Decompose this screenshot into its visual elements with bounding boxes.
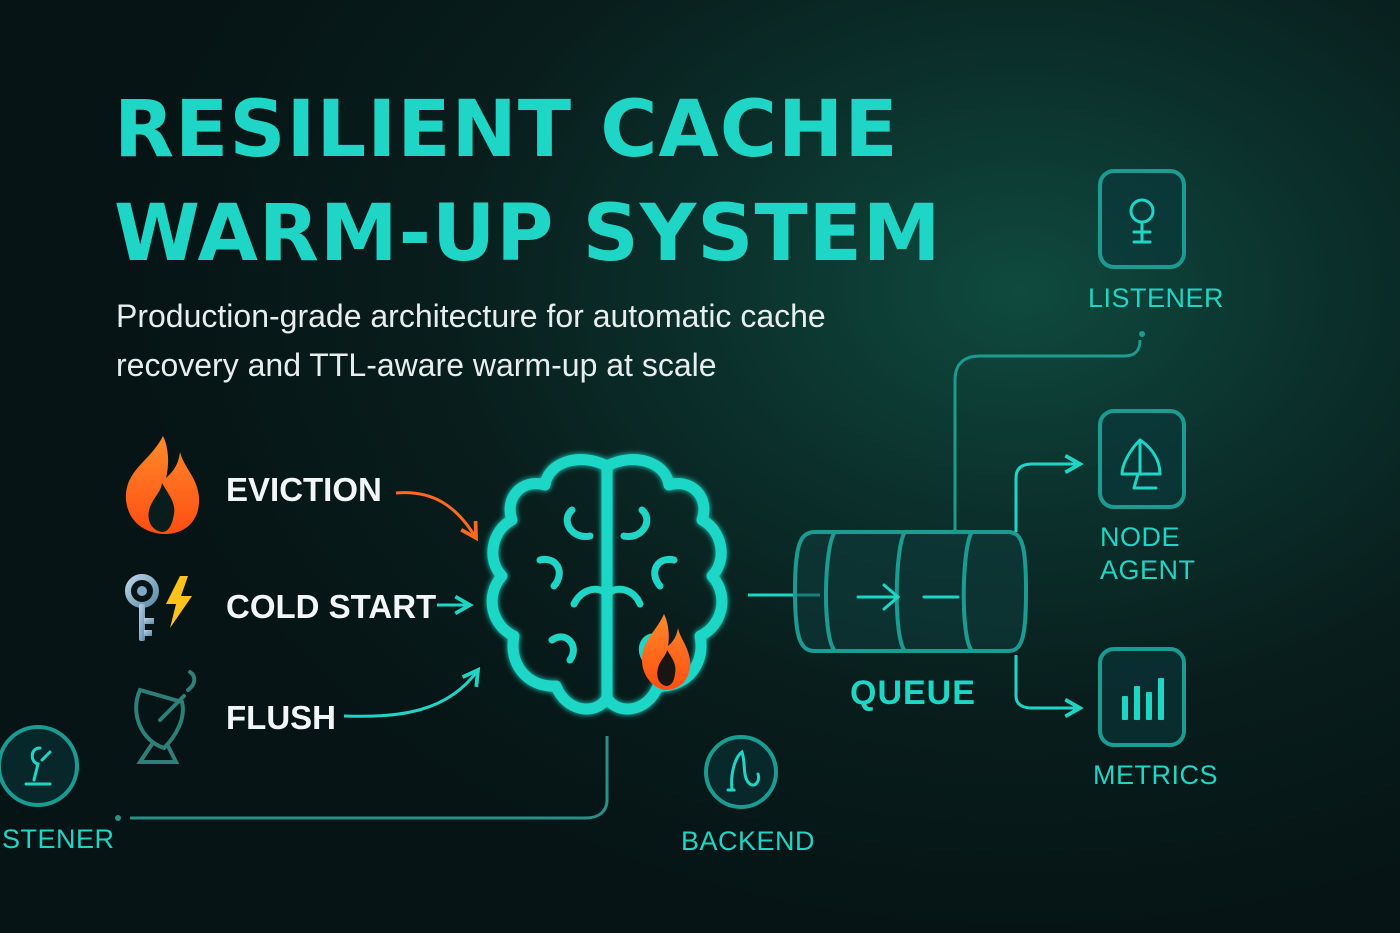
backend-node (704, 735, 778, 809)
title-line-2: WARM-UP SYSTEM (114, 189, 942, 279)
queue-label: QUEUE (850, 674, 976, 712)
sail-icon (1120, 438, 1162, 490)
listener-left-label: STENER (2, 824, 115, 854)
page-subtitle: Production-grade architecture for automa… (116, 292, 826, 390)
node-agent-label-line-2: AGENT (1100, 555, 1196, 585)
listener-box (1098, 169, 1186, 269)
key-bolt-icon (125, 574, 192, 641)
brain-to-listener-line (130, 736, 609, 820)
metrics-box (1098, 647, 1186, 747)
eviction-arrow (395, 491, 478, 542)
listener-label: LISTENER (1088, 283, 1225, 313)
subtitle-line-1: Production-grade architecture for automa… (116, 298, 826, 334)
flush-arrow (343, 666, 481, 718)
hook-icon (24, 746, 52, 786)
queue-to-metrics-line (1014, 655, 1084, 719)
bulb-pin-icon (1129, 198, 1155, 244)
node-agent-box (1098, 409, 1186, 509)
script-icon (726, 749, 760, 792)
queue-to-listener-line (953, 339, 1142, 532)
eviction-label: EVICTION (226, 471, 382, 508)
metrics-label: METRICS (1093, 760, 1218, 790)
cold-start-label: COLD START (226, 588, 437, 625)
queue-icon (792, 530, 1029, 653)
arrow-right-icon (856, 583, 960, 611)
connector-dot (1139, 331, 1145, 337)
listener-left-node (0, 725, 79, 807)
brain-flame-icon (642, 614, 691, 690)
queue-to-node-agent-line (1014, 453, 1084, 532)
satellite-dish-icon (134, 670, 197, 764)
subtitle-line-2: recovery and TTL-aware warm-up at scale (116, 347, 717, 383)
title-line-1: RESILIENT CACHE (114, 85, 899, 175)
connector-dot (115, 815, 121, 821)
page-title: RESILIENT CACHE WARM-UP SYSTEM (114, 78, 942, 286)
flush-label: FLUSH (226, 699, 336, 736)
bar-chart-icon (1122, 678, 1164, 720)
flame-icon (125, 436, 200, 535)
backend-label: BACKEND (681, 826, 816, 856)
node-agent-label-line-1: NODE (1100, 522, 1181, 552)
